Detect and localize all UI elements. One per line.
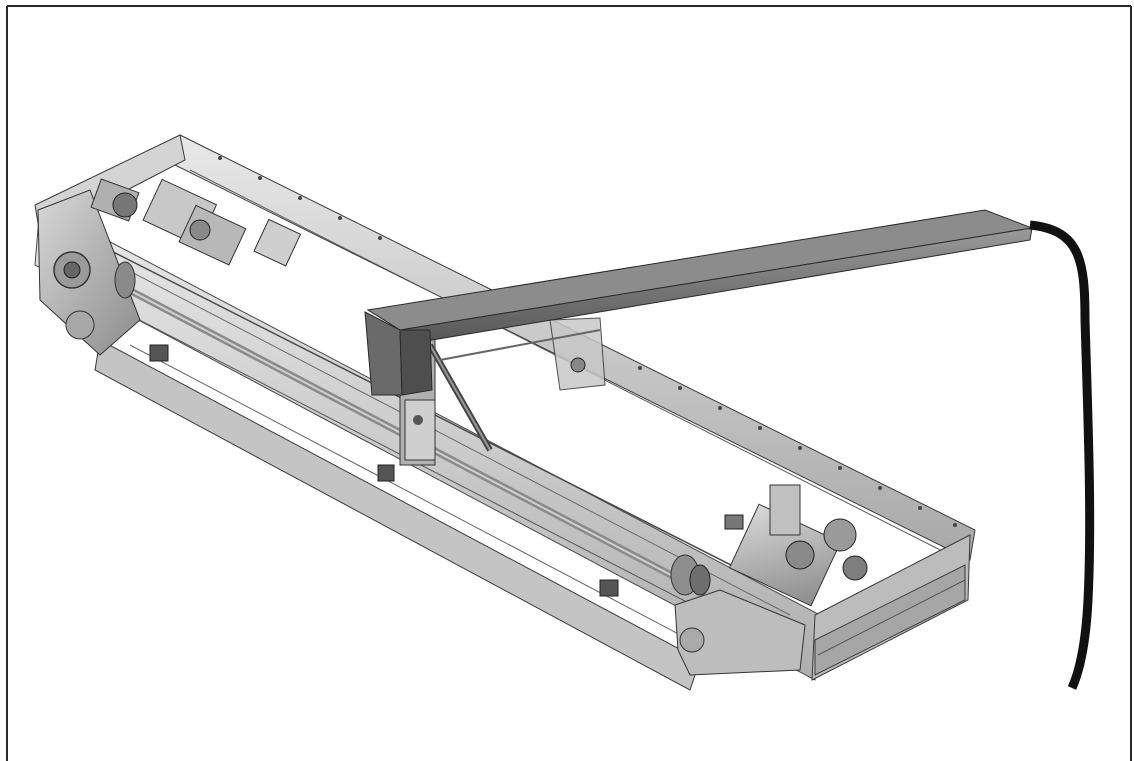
carriage-block [549,317,606,391]
left-drive-assembly [37,178,302,362]
right-drive-assembly [377,464,868,676]
flexible-cable [1029,220,1095,690]
rail-bolts [218,156,957,527]
base-beam [94,339,701,691]
figure-border [6,5,1132,761]
cantilever-arm [364,209,1034,396]
